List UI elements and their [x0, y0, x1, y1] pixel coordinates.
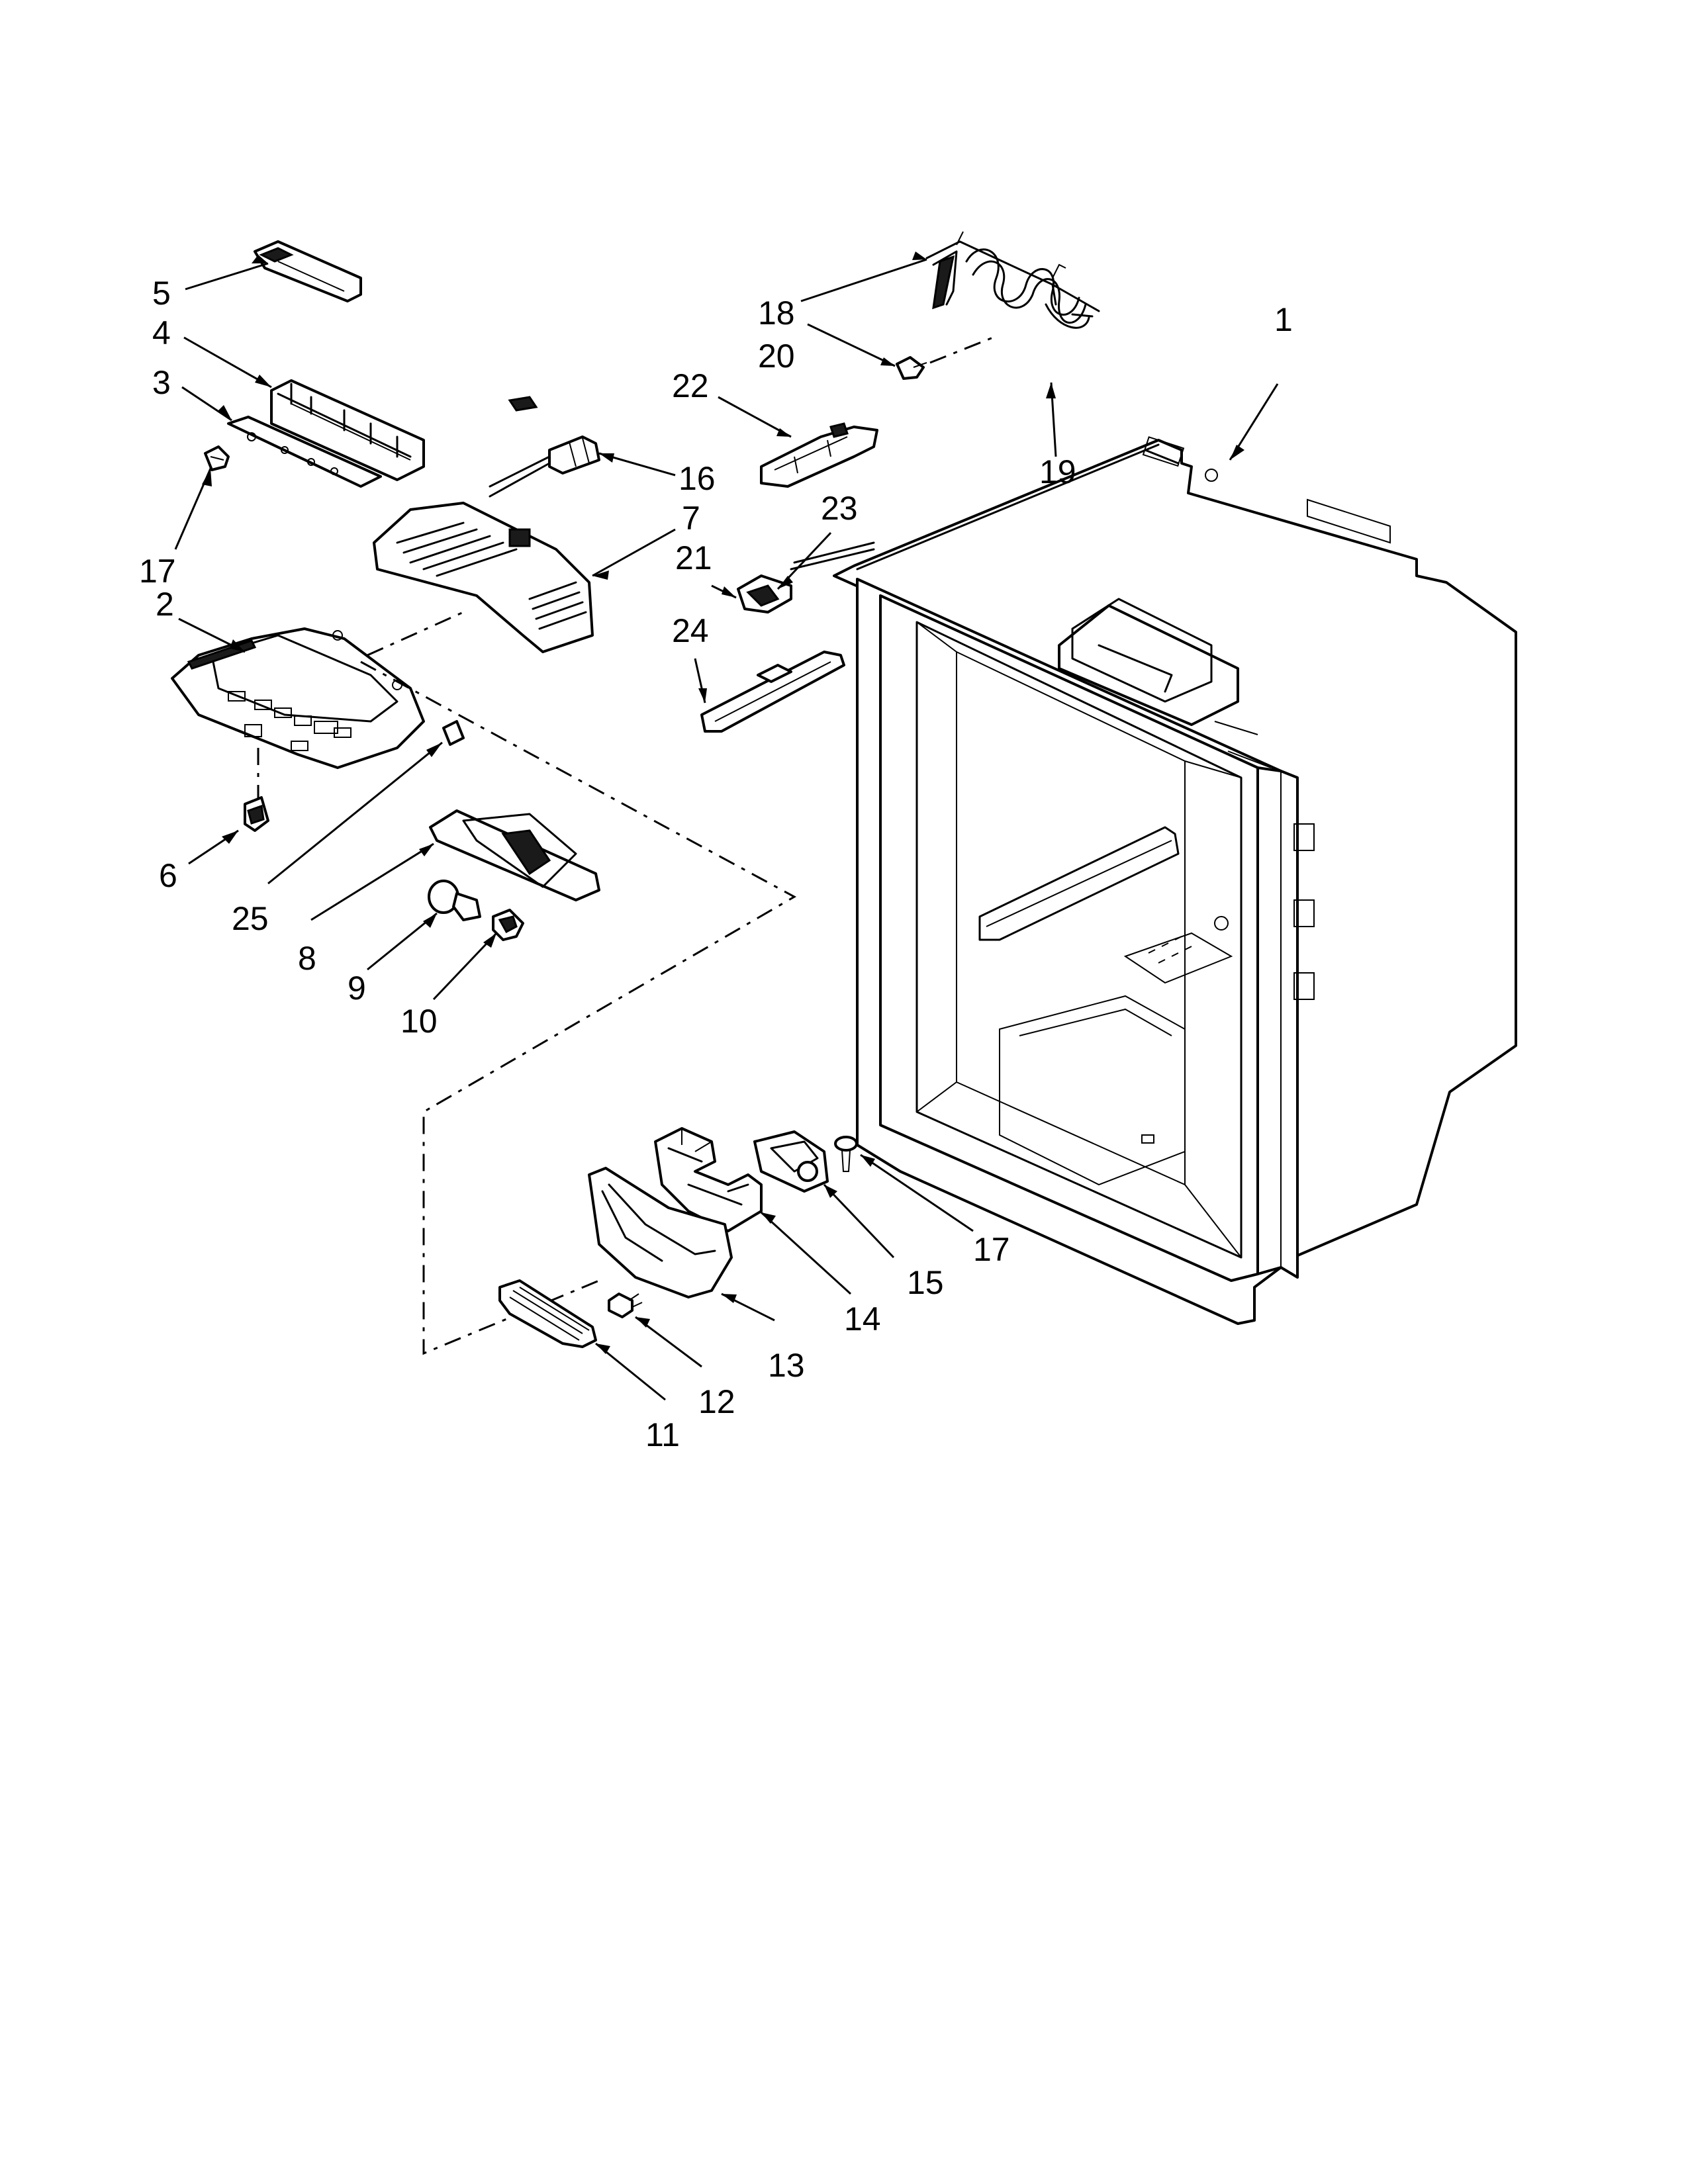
callout-7: 7 [682, 500, 700, 537]
callout-20-visible: 20 [758, 338, 795, 375]
part-5-cover [254, 240, 362, 302]
callout-18: 18 [758, 295, 795, 332]
part-17-knob-left [204, 445, 230, 471]
part-6-switch [244, 796, 269, 832]
callout-5: 5 [152, 275, 171, 312]
part-13-paddle [588, 1167, 733, 1298]
callout-1: 1 [1274, 301, 1293, 338]
part-15-module [753, 1130, 829, 1193]
callout-25: 25 [232, 900, 269, 937]
part-1-liner [833, 436, 1517, 1325]
part-22-bracket [760, 422, 878, 488]
callout-9: 9 [348, 970, 366, 1007]
callout-19: 19 [1039, 453, 1076, 490]
callout-10: 10 [400, 1003, 438, 1040]
callout-14: 14 [844, 1300, 881, 1338]
callout-17a: 17 [139, 553, 176, 590]
callout-12: 12 [698, 1383, 735, 1420]
part-16-thermistor [489, 435, 600, 498]
part-18-19-heater-assembly [925, 231, 1100, 329]
callout-21: 21 [675, 539, 712, 576]
part-20-screw-top [896, 336, 994, 380]
callout-22: 22 [672, 367, 709, 404]
callout-4: 4 [152, 314, 171, 351]
part-4-control-housing [270, 379, 425, 481]
part-3-overlay [227, 416, 382, 488]
callout-15: 15 [907, 1264, 944, 1301]
callout-labels: 5 4 3 17 2 6 25 8 9 10 16 7 18 20 20 20 … [139, 275, 1293, 1453]
part-14-actuator [654, 1127, 763, 1232]
callout-23: 23 [821, 490, 858, 527]
part-2-control-base [171, 627, 425, 769]
part-21-sensor [737, 574, 792, 614]
part-25-clip [442, 720, 465, 746]
callout-13: 13 [768, 1347, 805, 1384]
part-9-bulb [428, 880, 481, 921]
callout-11: 11 [645, 1416, 680, 1453]
part-24-rail [700, 651, 845, 733]
callout-6: 6 [159, 857, 177, 894]
part-11-drip-tray [498, 1279, 597, 1348]
part-10-socket [492, 909, 524, 941]
callout-2: 2 [156, 586, 174, 623]
callout-17b: 17 [973, 1231, 1010, 1268]
part-12-screw [608, 1293, 643, 1318]
callout-3: 3 [152, 364, 171, 401]
callout-24: 24 [672, 612, 709, 649]
arrowheads [202, 251, 1244, 1354]
callout-8: 8 [298, 940, 316, 977]
part-17-screw-right [834, 1136, 858, 1172]
callout-16: 16 [679, 460, 716, 497]
part-23-wire [790, 541, 875, 570]
part-7-diffuser [373, 396, 594, 653]
part-8-light-housing [429, 809, 600, 901]
